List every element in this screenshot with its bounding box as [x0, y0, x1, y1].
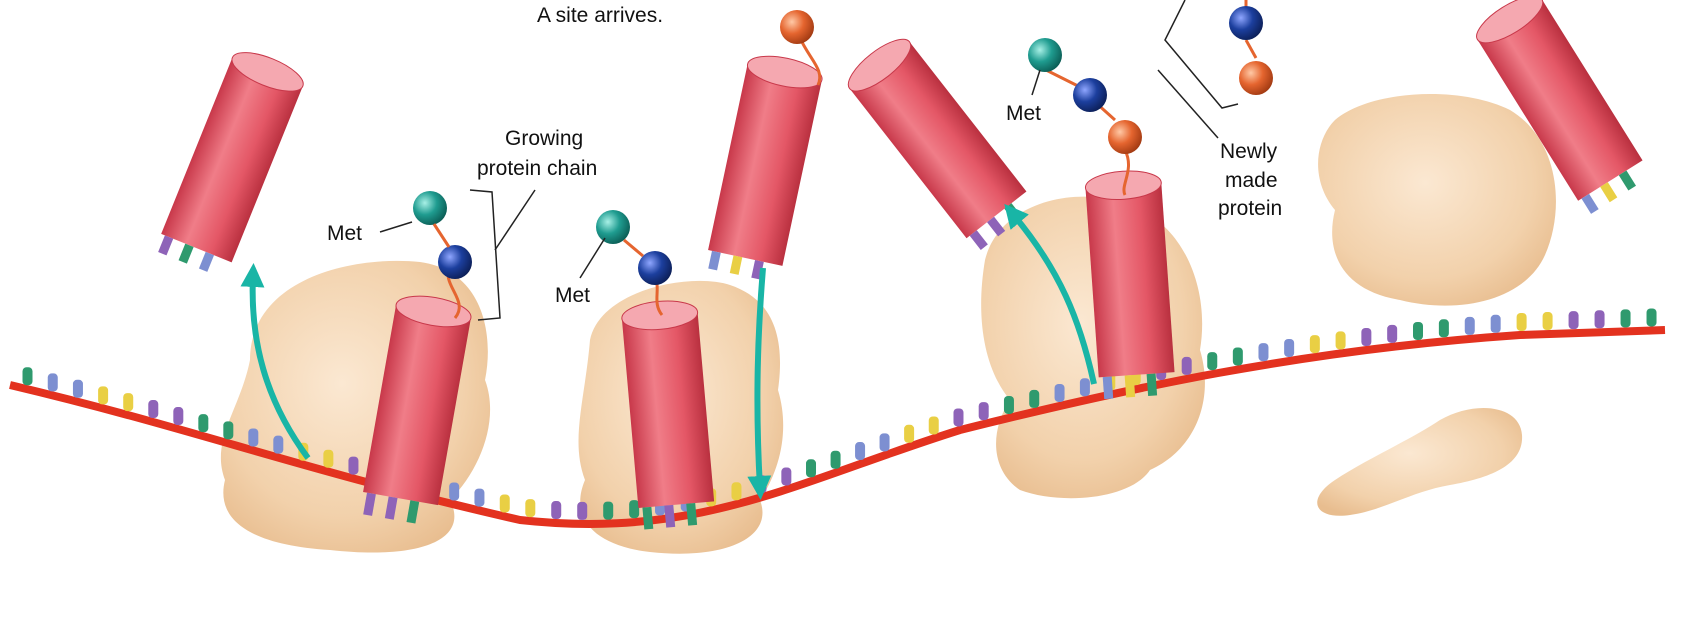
nucleotide-base	[273, 436, 283, 454]
nucleotide-base	[603, 502, 613, 520]
nucleotide-base	[23, 367, 33, 385]
trna-ribosome-3	[1084, 169, 1176, 400]
caption-site-arrives: A site arrives.	[537, 4, 663, 27]
nucleotide-base	[1029, 390, 1039, 408]
label-met-1: Met	[327, 222, 362, 245]
nucleotide-base	[1055, 384, 1065, 402]
nucleotide-base	[1258, 343, 1268, 361]
nucleotide-base	[1517, 313, 1527, 331]
nucleotide-base	[551, 501, 561, 519]
nucleotide-base	[1439, 319, 1449, 337]
label-growing: Growing	[505, 127, 583, 150]
nucleotide-base	[953, 408, 963, 426]
nucleotide-base	[1647, 308, 1657, 326]
met-leader-2	[580, 238, 605, 278]
trna-leaving-2	[841, 31, 1038, 253]
ribosome-large-subunit-released	[1318, 94, 1556, 306]
newly-made-leader	[1158, 70, 1218, 138]
nucleotide-base	[500, 495, 510, 513]
nucleotide-base	[855, 442, 865, 460]
nucleotide-base	[904, 425, 914, 443]
nucleotide-base	[525, 499, 535, 517]
nucleotide-base	[1004, 396, 1014, 414]
nucleotide-base	[731, 482, 741, 500]
nucleotide-base	[1595, 310, 1605, 328]
nucleotide-base	[577, 502, 587, 520]
label-protein: protein	[1218, 197, 1282, 220]
trna-arriving	[704, 50, 824, 283]
label-made: made	[1225, 169, 1278, 192]
nucleotide-base	[1207, 352, 1217, 370]
label-protein-chain: protein chain	[477, 157, 597, 180]
nucleotide-base	[1543, 312, 1553, 330]
nucleotide-base	[223, 421, 233, 439]
nucleotide-base	[1491, 315, 1501, 333]
met-amino-acid	[1028, 38, 1062, 72]
nucleotide-base	[1233, 347, 1243, 365]
nucleotide-base	[1465, 317, 1475, 335]
nucleotide-base	[1387, 325, 1397, 343]
nucleotide-base	[449, 482, 459, 500]
met-leader-1	[380, 222, 412, 232]
nucleotide-base	[48, 373, 58, 391]
nucleotide-base	[148, 400, 158, 418]
nucleotide-base	[248, 428, 258, 446]
ribosome-small-subunit-released	[1317, 408, 1522, 516]
amino-acid	[438, 245, 472, 279]
nucleotide-base	[323, 450, 333, 468]
met-leader-3	[1032, 70, 1040, 95]
nucleotide-base	[1413, 322, 1423, 340]
amino-acid	[1073, 78, 1107, 112]
label-newly: Newly	[1220, 140, 1278, 163]
nucleotide-base	[1080, 378, 1090, 396]
nucleotide-base	[1284, 339, 1294, 357]
nucleotide-base	[173, 407, 183, 425]
nucleotide-base	[1361, 328, 1371, 346]
newly-made-protein	[1229, 0, 1273, 95]
nucleotide-base	[73, 380, 83, 398]
met-amino-acid	[413, 191, 447, 225]
amino-acid	[638, 251, 672, 285]
nucleotide-base	[781, 468, 791, 486]
nucleotide-base	[1569, 311, 1579, 329]
nucleotide-base	[1310, 335, 1320, 353]
label-met-2: Met	[555, 284, 590, 307]
nucleotide-base	[929, 416, 939, 434]
met-amino-acid	[596, 210, 630, 244]
nucleotide-base	[123, 393, 133, 411]
nucleotide-base	[806, 459, 816, 477]
nucleotide-base	[1336, 331, 1346, 349]
label-met-3: Met	[1006, 102, 1041, 125]
newly-made-bracket	[1165, 0, 1238, 108]
nucleotide-base	[348, 457, 358, 475]
growing-chain-leader	[495, 190, 535, 250]
nucleotide-base	[474, 489, 484, 507]
nucleotide-base	[1621, 309, 1631, 327]
nucleotide-base	[629, 500, 639, 518]
amino-acid	[1108, 120, 1142, 154]
nucleotide-base	[98, 386, 108, 404]
amino-acid	[780, 10, 814, 44]
trna-leaving-1	[154, 45, 308, 279]
nucleotide-base	[979, 402, 989, 420]
nucleotide-base	[198, 414, 208, 432]
nucleotide-base	[1182, 357, 1192, 375]
nucleotide-base	[880, 433, 890, 451]
nucleotide-base	[831, 451, 841, 469]
